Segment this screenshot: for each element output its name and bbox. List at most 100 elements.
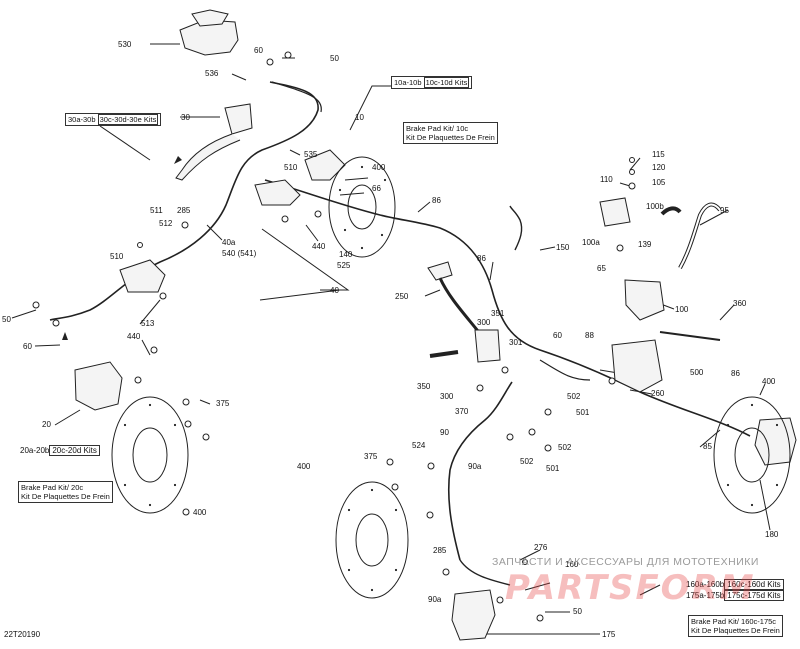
kit-label-20-b: 20c-20d Kits (49, 445, 100, 456)
part-label: 370 (455, 407, 469, 416)
part-label: 400 (372, 163, 386, 172)
part-label: 301 (509, 338, 523, 347)
brake-disc-top (328, 156, 396, 258)
leader-150 (539, 246, 556, 251)
part-label: 440 (127, 332, 141, 341)
front-brake-line-left (49, 81, 319, 321)
kit-note-line2: Kit De Plaquettes De Frein (406, 133, 495, 142)
fasteners (32, 51, 636, 622)
part-label: 285 (433, 546, 447, 555)
leader-20 (54, 409, 81, 426)
watermark-logo: PARTSFORM (505, 568, 756, 608)
kit-note-line1: Brake Pad Kit/ 10c (406, 124, 469, 133)
leader-400 (344, 177, 369, 181)
part-label: 525 (337, 261, 351, 270)
part-label: 276 (534, 543, 548, 552)
part-label: 50 (330, 54, 339, 63)
leader-276 (519, 549, 541, 561)
sensor-cable (509, 205, 523, 251)
kit-note-20c: Brake Pad Kit/ 20c Kit De Plaquettes De … (18, 481, 113, 503)
part-label: 90 (440, 428, 449, 437)
part-label: 85 (703, 442, 712, 451)
part-label: 360 (733, 299, 747, 308)
leader-110 (619, 182, 631, 187)
leader-86b (489, 261, 494, 281)
kit-note-line2: Kit De Plaquettes De Frein (21, 492, 110, 501)
part-label: 86 (477, 254, 486, 263)
part-label: 501 (546, 464, 560, 473)
part-label: 440 (312, 242, 326, 251)
brake-lever (175, 133, 241, 181)
brake-disc-left (111, 396, 189, 514)
reservoir-hose-inner (679, 203, 721, 269)
part-label: 375 (216, 399, 230, 408)
kit-note-160c: Brake Pad Kit/ 160c-175c Kit De Plaquett… (688, 615, 783, 637)
part-label: 90a (468, 462, 482, 471)
part-label: 400 (297, 462, 311, 471)
part-label: 510 (284, 163, 298, 172)
part-label: 530 (118, 40, 132, 49)
leader-40 (261, 228, 350, 291)
part-label: 110 (600, 175, 613, 184)
rear-brake-hose (459, 559, 511, 586)
leader-375 (199, 399, 211, 405)
part-label: 105 (652, 178, 666, 187)
front-caliper-10 (254, 179, 301, 206)
kit-note-10c: Brake Pad Kit/ 10c Kit De Plaquettes De … (403, 122, 498, 144)
arrow-heads (62, 156, 182, 340)
part-label: 175 (602, 630, 616, 639)
part-label: 260 (651, 389, 665, 398)
disc-holes (123, 165, 779, 592)
bolt-360 (659, 331, 721, 341)
kit-label-175-b: 175c-175d Kits (724, 590, 784, 601)
reservoir-hose-b (660, 206, 682, 216)
leader-30-kit (99, 125, 151, 161)
kit-label-175-a: 175a-175b (686, 591, 725, 600)
part-label: 66 (372, 184, 381, 193)
part-label: 90a (428, 595, 442, 604)
kit-label-30-b: 30c-30d-30e Kits (97, 114, 159, 125)
part-label: 120 (652, 163, 666, 172)
leader-400c (759, 383, 766, 396)
leader-440b (141, 339, 151, 356)
leader-86a (417, 201, 431, 213)
bracket-530-top (191, 9, 229, 27)
rear-brake-line (447, 381, 513, 561)
leader-60b (34, 344, 61, 347)
reservoir-100a (599, 197, 631, 227)
part-label: 10 (355, 113, 364, 122)
part-label: 100b (646, 202, 664, 211)
part-label: 400 (762, 377, 776, 386)
leader-66 (339, 192, 365, 196)
kit-note-line1: Brake Pad Kit/ 20c (21, 483, 84, 492)
kit-label-10: 10a-10b 10c-10d Kits (391, 76, 473, 89)
part-label: 100a (582, 238, 600, 247)
brake-pedal-pad (427, 261, 453, 281)
brake-hose-upper (271, 81, 322, 113)
front-caliper-510 (119, 259, 166, 293)
leader-40b (259, 289, 341, 301)
part-label: 285 (177, 206, 191, 215)
rear-caliper-160 (451, 589, 496, 641)
part-label: 502 (558, 443, 572, 452)
leader-440 (305, 224, 319, 242)
leader-180 (759, 479, 771, 531)
leader-513 (139, 299, 161, 325)
part-label: 524 (412, 441, 426, 450)
part-label: 535 (304, 150, 318, 159)
master-cylinder-100 (624, 279, 665, 321)
kit-label-160-a: 160a-160b (686, 580, 725, 589)
kit-label-20-a: 20a-20b (20, 446, 50, 455)
kit-label-30-a: 30a-30b (68, 115, 96, 124)
leader-250 (424, 289, 441, 297)
part-label: 351 (491, 309, 505, 318)
part-label: 95 (720, 206, 729, 215)
part-label: 86 (432, 196, 441, 205)
part-label: 100 (675, 305, 689, 314)
part-label: 150 (556, 243, 570, 252)
leader-10 (349, 85, 395, 131)
leader-160 (524, 582, 551, 591)
kit-note-line1: Brake Pad Kit/ 160c-175c (691, 617, 777, 626)
brake-line-junction (539, 359, 591, 381)
part-label: 375 (364, 452, 378, 461)
